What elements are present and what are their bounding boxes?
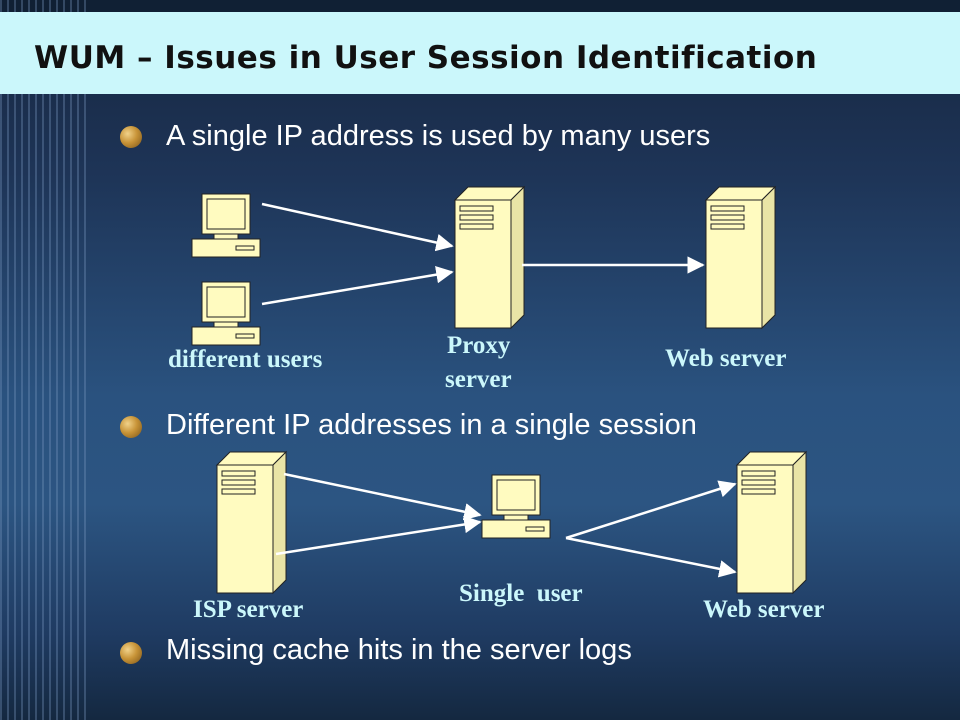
web-server-icon xyxy=(705,186,776,329)
bullet-3-text: Missing cache hits in the server logs xyxy=(166,634,632,666)
bullet-icon xyxy=(120,126,142,148)
connection-arrow xyxy=(283,472,482,521)
title-band xyxy=(0,12,960,94)
isp-server-label: ISP server xyxy=(193,596,303,623)
isp-server-icon xyxy=(216,451,287,594)
proxy-label-line2: server xyxy=(445,366,512,393)
single-user-computer-icon xyxy=(481,474,551,539)
top-strip xyxy=(0,0,960,12)
user-computer-icon xyxy=(191,281,261,346)
different-users-label: different users xyxy=(168,346,323,373)
connection-arrow xyxy=(261,202,454,252)
bullet-icon xyxy=(120,416,142,438)
single-user-label: Single user xyxy=(459,580,583,607)
web-server-label: Web server xyxy=(703,596,824,623)
bullet-2-text: Different IP addresses in a single sessi… xyxy=(166,409,697,441)
connection-arrow xyxy=(275,515,482,556)
decorative-stripes xyxy=(0,0,90,720)
connection-arrow xyxy=(565,480,737,540)
slide-title: WUM – Issues in User Session Identificat… xyxy=(34,40,818,76)
bullet-1-text: A single IP address is used by many user… xyxy=(166,120,711,152)
proxy-server-icon xyxy=(454,186,525,329)
web-server-label: Web server xyxy=(665,345,786,372)
bullet-icon xyxy=(120,642,142,664)
web-server-icon xyxy=(736,451,807,594)
connection-arrow xyxy=(565,536,737,578)
proxy-label-line1: Proxy xyxy=(447,332,511,359)
connection-arrow xyxy=(261,265,454,306)
user-computer-icon xyxy=(191,193,261,258)
